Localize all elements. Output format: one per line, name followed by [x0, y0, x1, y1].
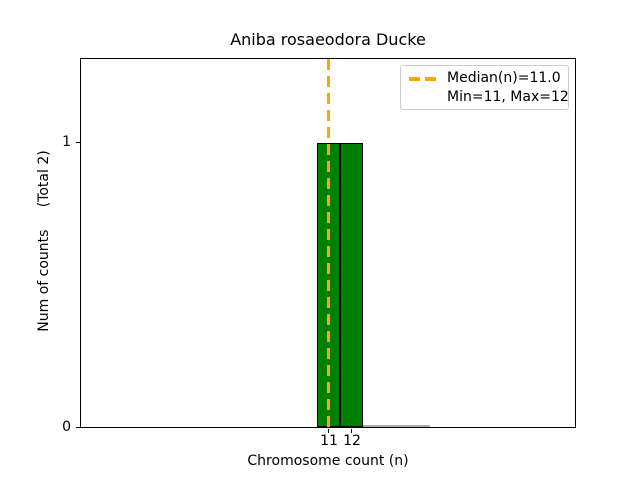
x-tick-label-12: 12 — [343, 433, 361, 449]
y-tick-mark-1 — [76, 142, 80, 143]
x-tick-mark-11 — [328, 429, 329, 433]
legend: Median(n)=11.0 Min=11, Max=12 — [400, 65, 569, 110]
x-tick-label-11: 11 — [320, 433, 338, 449]
legend-label-minmax: Min=11, Max=12 — [447, 89, 569, 105]
x-axis-label: Chromosome count (n) — [247, 453, 409, 469]
median-dashed-line-swatch — [409, 76, 436, 81]
legend-entry-minmax: Min=11, Max=12 — [406, 88, 569, 107]
plot-area: Median(n)=11.0 Min=11, Max=12 — [80, 58, 576, 428]
y-tick-label-0: 0 — [62, 419, 71, 435]
y-axis-label: Num of counts (Total 2) — [36, 150, 52, 332]
zero-count-bins-baseline — [363, 425, 430, 427]
legend-swatch-spacer — [406, 96, 447, 100]
y-tick-mark-0 — [76, 427, 80, 428]
y-tick-label-1: 1 — [62, 134, 71, 150]
chart-title: Aniba rosaeodora Ducke — [230, 30, 426, 49]
histogram-bar-12 — [340, 143, 363, 427]
legend-label-median: Median(n)=11.0 — [447, 70, 561, 86]
x-tick-mark-12 — [351, 429, 352, 433]
legend-entry-median: Median(n)=11.0 — [406, 69, 562, 88]
median-dashed-line — [327, 59, 330, 427]
